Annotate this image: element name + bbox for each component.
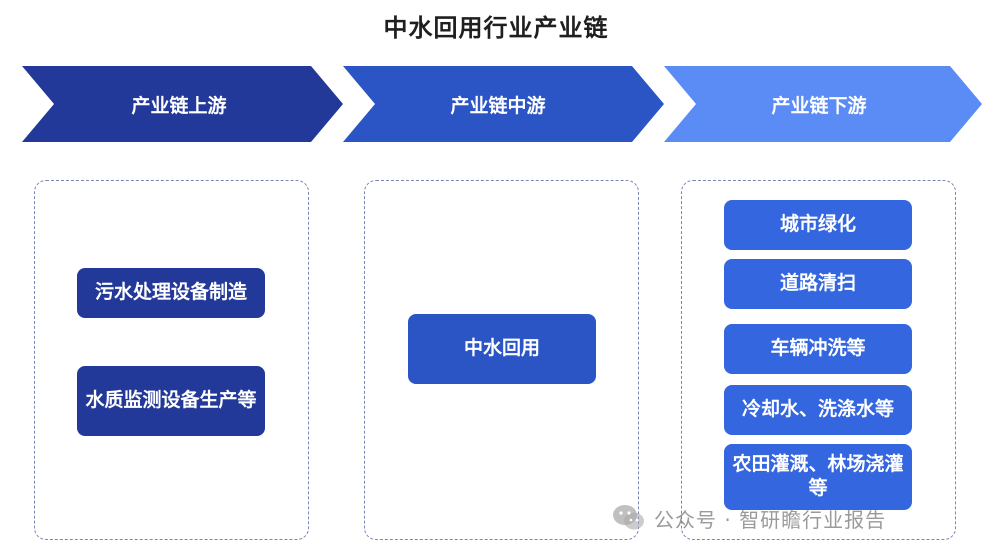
midstream-stage-label: 产业链中游 <box>450 95 546 117</box>
upstream-item-monitoring-equipment: 水质监测设备生产等 <box>77 366 265 436</box>
downstream-item-cooling-washing-water: 冷却水、洗涤水等 <box>724 385 912 435</box>
downstream-item-road-cleaning: 道路清扫 <box>724 259 912 309</box>
midstream-chevron <box>343 66 664 142</box>
upstream-item-equipment-manufacturing: 污水处理设备制造 <box>77 268 265 318</box>
downstream-item-urban-greening: 城市绿化 <box>724 200 912 250</box>
upstream-stage-label: 产业链上游 <box>131 95 227 117</box>
downstream-panel <box>681 180 956 540</box>
downstream-stage-label: 产业链下游 <box>771 95 867 117</box>
downstream-item-irrigation: 农田灌溉、林场浇灌等 <box>724 444 912 510</box>
page-title: 中水回用行业产业链 <box>383 14 609 42</box>
downstream-chevron <box>664 66 982 142</box>
wechat-icon <box>613 505 644 530</box>
watermark: 公众号 · 智研瞻行业报告 <box>612 498 886 538</box>
midstream-panel <box>364 180 639 540</box>
upstream-chevron <box>22 66 343 142</box>
downstream-item-vehicle-washing: 车辆冲洗等 <box>724 324 912 374</box>
midstream-item-reclaimed-water: 中水回用 <box>408 314 596 384</box>
watermark-text: 公众号 · 智研瞻行业报告 <box>654 507 887 532</box>
upstream-panel <box>34 180 309 540</box>
